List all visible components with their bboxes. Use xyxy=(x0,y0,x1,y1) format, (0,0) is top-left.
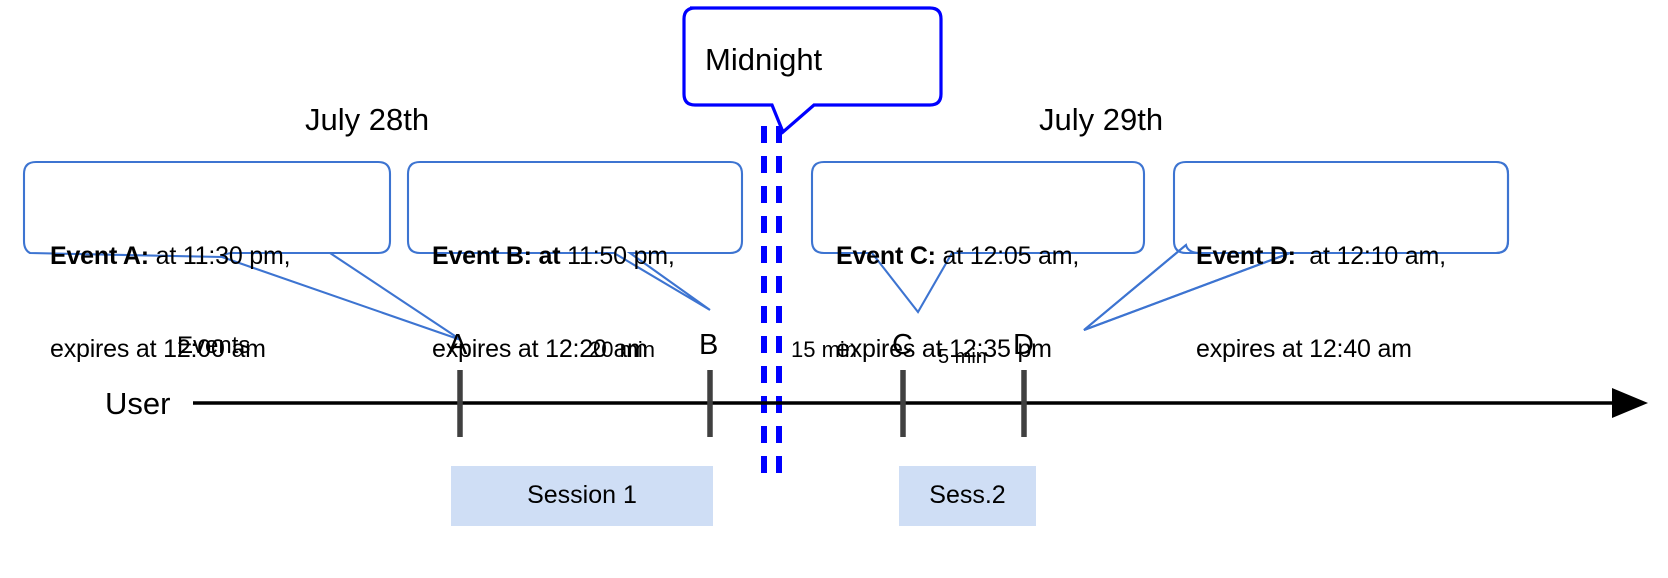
event-d-callout-shape xyxy=(1083,160,1510,331)
tick-label-c: C xyxy=(892,329,913,361)
session-2-box: Sess.2 xyxy=(899,466,1036,526)
event-d-line1-rest: at 12:10 am, xyxy=(1295,241,1446,270)
date-label-july-29: July 29th xyxy=(1039,102,1164,137)
event-c-bold-prefix: Event C: xyxy=(836,241,936,270)
tick-label-a: A xyxy=(448,329,468,361)
event-d-bold-prefix: Event D: xyxy=(1196,241,1296,270)
event-a-bold-prefix: Event A: xyxy=(50,241,149,270)
event-b-callout-text: Event B: at 11:50 pm, expires at 12:20 a… xyxy=(432,178,675,428)
midnight-dashed-line xyxy=(761,126,782,474)
midnight-callout-shape xyxy=(682,6,943,135)
session-1-box: Session 1 xyxy=(451,466,713,526)
event-b-callout-shape xyxy=(406,160,744,311)
event-b-bold-prefix: Event B: at xyxy=(432,241,561,270)
event-b-line1-rest: 11:50 pm, xyxy=(560,241,675,270)
gap-label-ab: 20 min xyxy=(589,337,656,362)
gap-label-bc: 15 min xyxy=(791,337,858,362)
event-c-callout-text: Event C: at 12:05 am, expires at 12:35 p… xyxy=(836,178,1079,428)
event-a-callout-text: Event A: at 11:30 pm, expires at 12:00 a… xyxy=(50,178,291,428)
event-a-line2: expires at 12:00 am xyxy=(50,335,266,364)
timeline-axis xyxy=(193,388,1648,418)
events-row-label: Events xyxy=(177,332,251,359)
event-b-line2: expires at 12:20 am xyxy=(432,335,648,364)
session-2-label: Sess.2 xyxy=(929,481,1006,510)
gap-label-cd: 5 min xyxy=(938,346,987,368)
event-c-callout-shape xyxy=(810,160,1146,314)
event-c-line2: expires at 12:35 pm xyxy=(836,335,1052,364)
tick-label-b: B xyxy=(699,329,719,361)
axis-arrowhead xyxy=(1612,388,1648,418)
midnight-label: Midnight xyxy=(705,42,823,77)
session-1-label: Session 1 xyxy=(527,481,637,510)
user-row-label: User xyxy=(105,386,171,421)
tick-label-d: D xyxy=(1013,329,1034,361)
date-label-july-28: July 28th xyxy=(305,102,430,137)
event-c-line1-rest: at 12:05 am, xyxy=(935,241,1080,270)
event-a-callout-shape xyxy=(22,160,462,341)
event-a-line1-rest: at 11:30 pm, xyxy=(148,241,291,270)
event-d-line2: expires at 12:40 am xyxy=(1196,335,1412,364)
event-d-callout-text: Event D: at 12:10 am, expires at 12:40 a… xyxy=(1196,178,1446,428)
